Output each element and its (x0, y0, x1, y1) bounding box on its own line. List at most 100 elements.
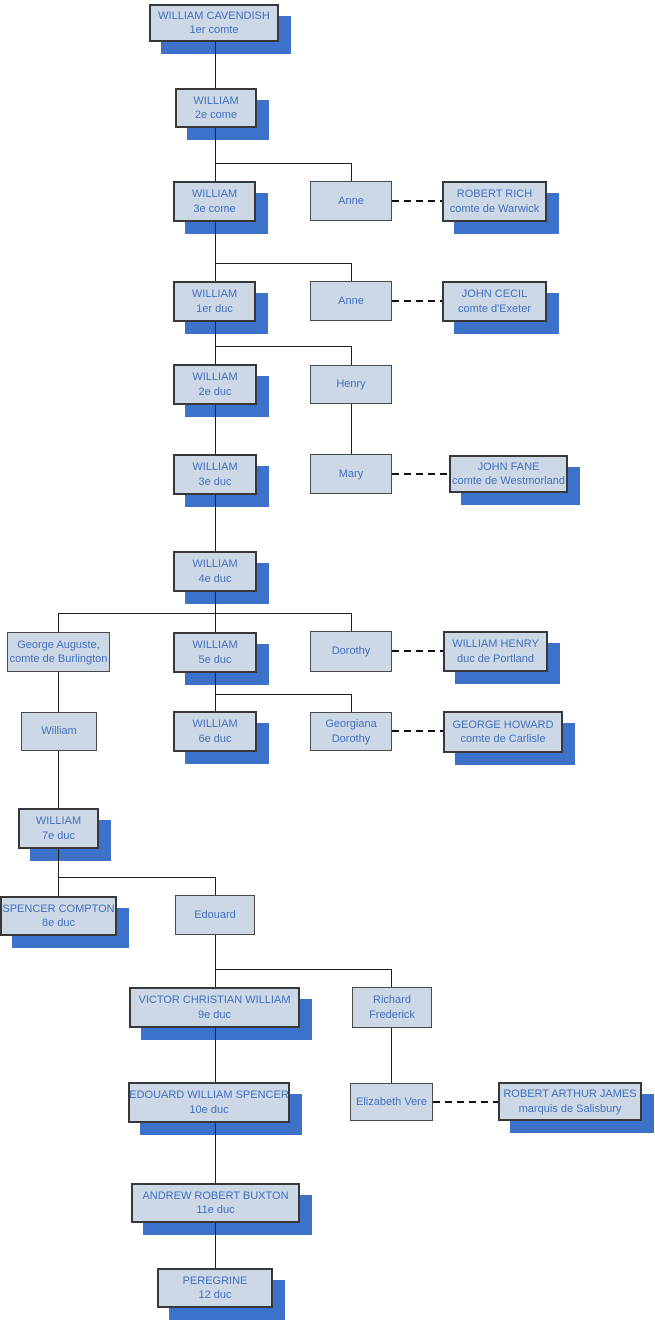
tree-node-edouard: Edouard (175, 895, 255, 935)
node-text-line: JOHN CECIL (461, 288, 528, 301)
marriage-link (392, 200, 442, 202)
tree-node-george-auguste-comte-de-burlington: George Auguste, comte de Burlington (7, 632, 110, 672)
descent-connector (215, 322, 216, 364)
node-text-line: Elizabeth Vere (356, 1095, 427, 1108)
descent-connector (215, 128, 216, 181)
node-text-line: duc de Portland (456, 652, 535, 665)
node-text-line: Anne (338, 294, 364, 307)
node-text-line: WILLIAM (192, 718, 238, 731)
node-text-line: Dorothy (331, 645, 371, 658)
descent-connector (215, 1223, 216, 1268)
descent-connector (351, 694, 352, 712)
descent-connector (351, 263, 352, 281)
descent-connector (58, 751, 59, 808)
node-text-line: 3e duc (198, 475, 232, 488)
node-text-line: WILLIAM (192, 639, 238, 652)
node-text-line: WILLIAM (191, 188, 238, 201)
tree-node-dorothy: Dorothy (310, 631, 392, 672)
node-text-line: 9e duc (197, 1008, 232, 1021)
descent-connector (215, 1123, 216, 1183)
node-text-line: ROBERT RICH (456, 188, 533, 201)
node-text-line: comte de Warwick (449, 202, 540, 215)
descent-connector (58, 613, 59, 632)
tree-node-mary: Mary (310, 454, 392, 494)
marriage-link (392, 473, 449, 475)
descent-connector (58, 849, 59, 896)
node-text-line: GEORGE HOWARD (452, 718, 554, 731)
node-text-line: comte de Carlisle (460, 733, 546, 745)
node-text-line: comte de Burlington (9, 653, 108, 665)
node-text-line: 12 duc (198, 1289, 232, 1301)
node-text-line: 5e duc (198, 653, 232, 666)
node-text-line: 11e duc (196, 1204, 235, 1216)
descent-connector (215, 592, 216, 632)
node-text-line: comte de Westmorland (452, 475, 565, 487)
node-text-line: 7e duc (41, 829, 76, 842)
node-text-line: William (41, 725, 77, 738)
node-text-line: marquis de Salisbury (518, 1102, 622, 1115)
descent-connector (351, 163, 352, 181)
tree-node-anne-2: Anne (310, 281, 392, 321)
tree-node-spencer-compton-8e-duc: SPENCER COMPTON 8e duc (0, 896, 117, 936)
node-text-line: 2e duc (198, 385, 232, 398)
descent-connector (215, 1028, 216, 1082)
node-text-line: 1er duc (196, 302, 233, 315)
node-text-line: JOHN FANE (477, 460, 540, 473)
descent-connector (58, 877, 215, 878)
tree-node-william: William (21, 712, 97, 751)
descent-connector (215, 405, 216, 454)
node-text-line: WILLIAM (191, 288, 238, 301)
descent-connector (215, 673, 216, 711)
node-text-line: Anne (338, 194, 364, 207)
node-text-line: 8e duc (41, 917, 76, 929)
node-text-line: George Auguste, (17, 638, 100, 651)
descent-connector (215, 346, 351, 347)
tree-node-henry: Henry (310, 365, 392, 404)
tree-node-william-cavendish-1er-comte: WILLIAM CAVENDISH 1er comte (149, 4, 279, 42)
descent-connector (215, 935, 216, 987)
node-text-line: SPENCER COMPTON (2, 902, 115, 915)
node-text-line: ROBERT ARTHUR JAMES (503, 1088, 637, 1101)
tree-node-peregrine-12-duc: PEREGRINE 12 duc (157, 1268, 273, 1308)
node-text-line: Edouard (194, 908, 236, 921)
node-text-line: 6e duc (198, 732, 232, 745)
descent-connector (215, 694, 351, 695)
node-text-line: Georgiana (325, 718, 377, 731)
node-text-line: WILLIAM CAVENDISH (158, 9, 270, 22)
node-text-line: VICTOR CHRISTIAN WILLIAM (138, 994, 291, 1007)
descent-connector (215, 495, 216, 551)
node-text-line: Frederick (369, 1008, 415, 1021)
node-text-line: PEREGRINE (182, 1274, 248, 1287)
tree-node-john-fane-comte-de-westmorland: JOHN FANE comte de Westmorland (449, 455, 568, 493)
node-text-line: 1er comte (189, 24, 239, 36)
node-text-line: WILLIAM (193, 94, 239, 107)
descent-connector (58, 613, 351, 614)
tree-node-andrew-robert-buxton-11e-duc: ANDREW ROBERT BUXTON 11e duc (131, 1183, 300, 1223)
node-text-line: EDOUARD WILLIAM SPENCER (129, 1089, 289, 1102)
node-text-line: WILLIAM (192, 461, 238, 474)
marriage-link (433, 1101, 498, 1103)
node-text-line: WILLIAM (35, 815, 82, 828)
tree-node-william-2e-come: WILLIAM 2e come (175, 88, 257, 128)
tree-node-anne-1: Anne (310, 181, 392, 221)
node-text-line: Mary (338, 467, 364, 480)
descent-connector (215, 877, 216, 895)
node-text-line: 2e come (194, 109, 238, 121)
node-text-line: ANDREW ROBERT BUXTON (142, 1189, 289, 1202)
node-text-line: comte d'Exeter (457, 302, 532, 315)
node-text-line: WILLIAM (192, 371, 238, 384)
descent-connector (215, 969, 391, 970)
descent-connector (351, 404, 352, 454)
node-text-line: WILLIAM (192, 558, 238, 571)
node-text-line: Richard (373, 994, 411, 1007)
